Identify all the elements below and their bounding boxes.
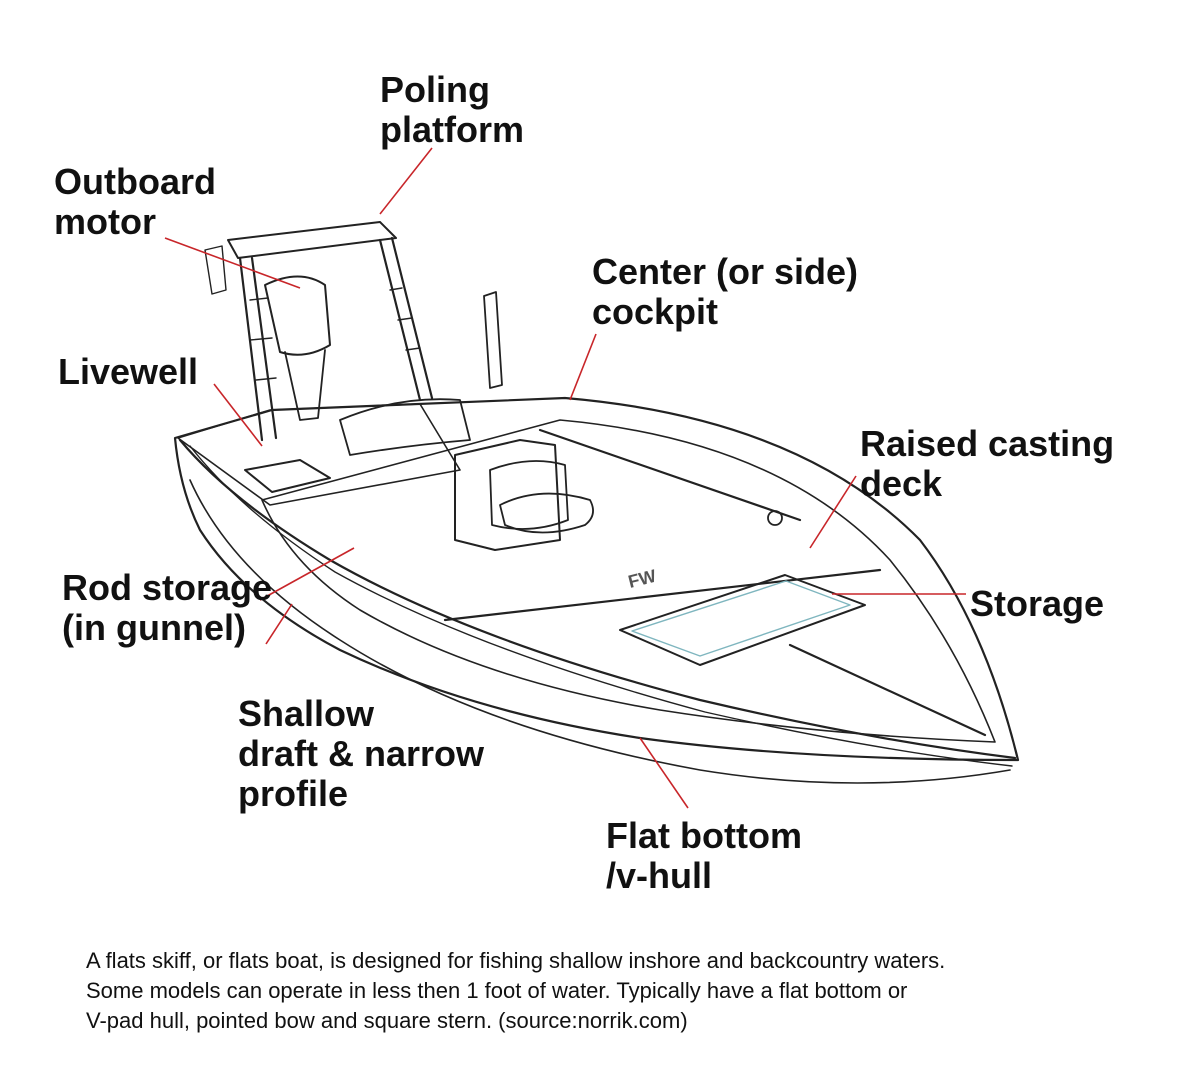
hull-side [189,479,1011,784]
console-body [454,439,561,551]
leader-livewell [213,383,263,447]
leaning-post [339,398,471,456]
leader-lines [164,147,966,809]
bow-seam [788,643,987,737]
deck-rim [261,419,996,743]
platform-leg-left [238,256,264,442]
storage-hatch [619,574,866,666]
hull-outline [173,396,1020,762]
platform-top [227,221,397,259]
platform-rung-2 [389,287,421,351]
label-shallow-draft: Shallow draft & narrow profile [238,693,485,814]
rear-deck [177,403,461,506]
bow-cleat [767,510,783,526]
casting-deck-seam-2 [538,428,802,522]
outboard-leg [284,349,326,421]
leader-rod-storage [259,547,355,601]
leader-poling-platform [379,147,433,215]
label-storage: Storage [970,583,1105,624]
outboard-cowl [264,275,331,356]
leader-shallow-draft [265,603,293,645]
console-pole [483,291,503,389]
label-raised-casting-deck: Raised casting deck [860,423,1115,504]
pole-holder [204,245,227,295]
console-seat [489,460,569,530]
platform-rung-1 [249,297,277,381]
label-flat-bottom: Flat bottom /v-hull [606,815,802,896]
gunnel-rail-inner [189,445,1013,767]
leader-raised-casting-deck [809,475,857,549]
leader-outboard-motor [164,237,301,289]
label-rod-storage: Rod storage (in gunnel) [62,567,273,648]
seat-cushion [499,492,594,534]
livewell-hatch [244,459,331,493]
storage-hatch-inner [631,580,851,657]
label-outboard-motor: Outboard motor [54,161,216,242]
caption: A flats skiff, or flats boat, is designe… [86,948,946,1033]
label-poling-platform: Poling platform [380,69,524,150]
label-center-cockpit: Center (or side) cockpit [592,251,859,332]
platform-leg-left-2 [250,256,278,440]
gunnel-rail [178,438,1017,760]
leader-flat-bottom [639,737,689,809]
flats-skiff-illustration: FW [173,221,1020,784]
label-livewell: Livewell [58,351,199,392]
leader-center-cockpit [569,333,597,401]
casting-deck-seam [443,568,882,622]
